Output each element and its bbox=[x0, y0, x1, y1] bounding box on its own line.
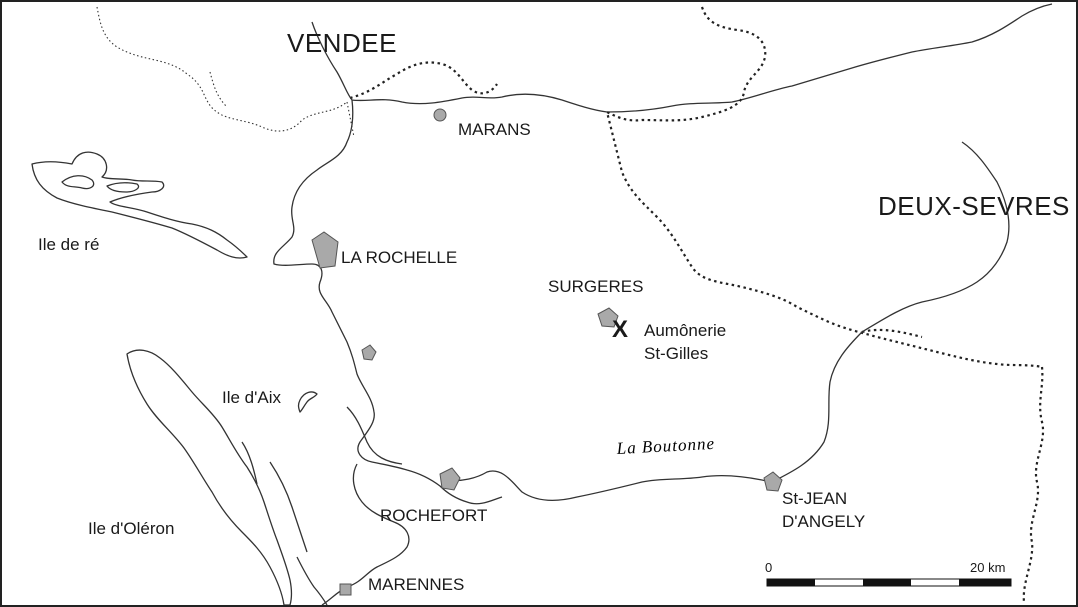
charente-river bbox=[446, 470, 773, 501]
scale-segment-3 bbox=[863, 579, 911, 586]
vendee-dept-boundary bbox=[349, 61, 498, 100]
oleron-east-coast bbox=[269, 461, 308, 553]
scale-segment-1 bbox=[767, 579, 815, 586]
town-label-marennes: MARENNES bbox=[368, 575, 464, 594]
site-label-st-gilles: St-Gilles bbox=[644, 344, 708, 363]
vendee-coast-boundary bbox=[209, 71, 228, 108]
ile-de-re-outline bbox=[31, 151, 248, 259]
town-label-st-jean: St-JEAN bbox=[782, 489, 847, 508]
scale-label-end: 20 km bbox=[970, 560, 1005, 575]
estuary-coast bbox=[346, 406, 403, 465]
marennes-coast bbox=[296, 556, 328, 605]
north-coastline bbox=[311, 3, 1053, 113]
vendee-west-boundary bbox=[346, 101, 355, 138]
marennes-marker bbox=[339, 583, 352, 596]
ile-de-re-lagoon bbox=[106, 182, 140, 193]
surgeres-marker bbox=[597, 307, 619, 328]
site-label-aumonerie: Aumônerie bbox=[644, 321, 726, 340]
vendee-inner-boundary bbox=[96, 6, 348, 132]
mainland-coastline bbox=[273, 99, 503, 505]
town-label-surgeres: SURGERES bbox=[548, 277, 643, 296]
ile-d-oleron-outline bbox=[126, 349, 293, 605]
island-label-aix: Ile d'Aix bbox=[222, 388, 281, 407]
island-label-oleron: Ile d'Oléron bbox=[88, 519, 174, 538]
oleron-inner-channel bbox=[241, 441, 258, 485]
site-x-marker: X bbox=[612, 316, 628, 343]
river-label-la-boutonne: La Boutonne bbox=[615, 434, 715, 458]
region-label-deux-sevres: DEUX-SEVRES bbox=[878, 191, 1070, 221]
scale-segment-5 bbox=[959, 579, 1011, 586]
town-label-d-angely: D'ANGELY bbox=[782, 512, 865, 531]
region-label-vendee: VENDEE bbox=[287, 28, 397, 58]
town-label-marans: MARANS bbox=[458, 120, 531, 139]
town-label-la-rochelle: LA ROCHELLE bbox=[341, 248, 457, 267]
scale-bar: 0 20 km bbox=[765, 560, 1012, 587]
la-rochelle-marker bbox=[311, 231, 339, 269]
deux-sevres-south-boundary bbox=[1022, 366, 1045, 603]
la-boutonne-river bbox=[771, 141, 1010, 483]
ile-d-aix-outline bbox=[297, 391, 318, 413]
coastal-town-marker bbox=[361, 344, 377, 361]
town-label-rochefort: ROCHEFORT bbox=[380, 506, 487, 525]
rochefort-marker bbox=[439, 467, 461, 491]
deux-sevres-west-boundary bbox=[605, 6, 1043, 369]
deux-sevres-top-boundary bbox=[861, 328, 923, 339]
scale-label-start: 0 bbox=[765, 560, 772, 575]
marans-marker bbox=[433, 108, 447, 122]
st-jean-d-angely-marker bbox=[763, 471, 783, 492]
island-label-re: Ile de ré bbox=[38, 235, 99, 254]
ile-de-re-inner bbox=[61, 175, 95, 190]
